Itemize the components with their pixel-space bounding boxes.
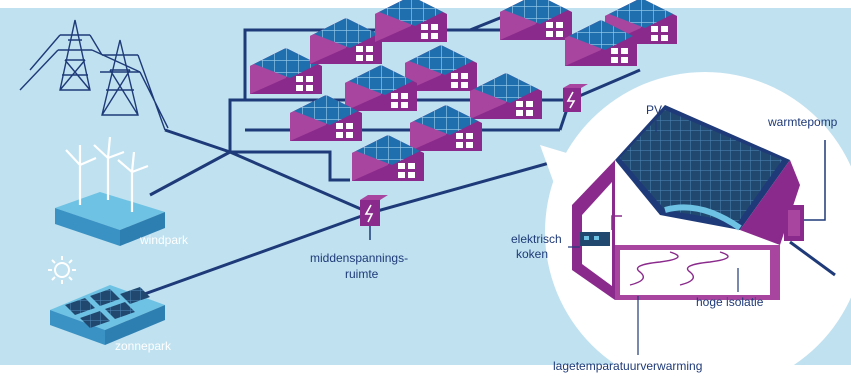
warmtepomp-label: warmtepomp: [767, 115, 838, 129]
substation-label-line1: middenspannings-: [310, 251, 408, 265]
zonnepark-platform: [50, 285, 165, 345]
cutaway-house: [572, 105, 836, 300]
sun-icon: [48, 256, 76, 284]
wind-turbines: [65, 136, 149, 212]
label-leaders: [568, 120, 739, 355]
house-callout: [540, 72, 851, 377]
substation-icon: [360, 195, 388, 226]
hoge-isolatie-label: hoge isolatie: [696, 295, 764, 309]
elektrisch-koken-label-line1: elektrisch: [511, 232, 562, 246]
elektrisch-koken-label-line2: koken: [516, 247, 548, 261]
pv-label: PV: [646, 103, 662, 117]
substation-icon-secondary: [563, 84, 588, 112]
zonnepark-label: zonnepark: [115, 339, 172, 353]
pylons: [19, 19, 169, 131]
windpark-platform: [55, 192, 165, 246]
windpark-label: windpark: [139, 233, 189, 247]
substation-label-line2: ruimte: [345, 267, 379, 281]
lagetemperatuur-label: lagetemparatuurverwarming: [553, 359, 702, 373]
